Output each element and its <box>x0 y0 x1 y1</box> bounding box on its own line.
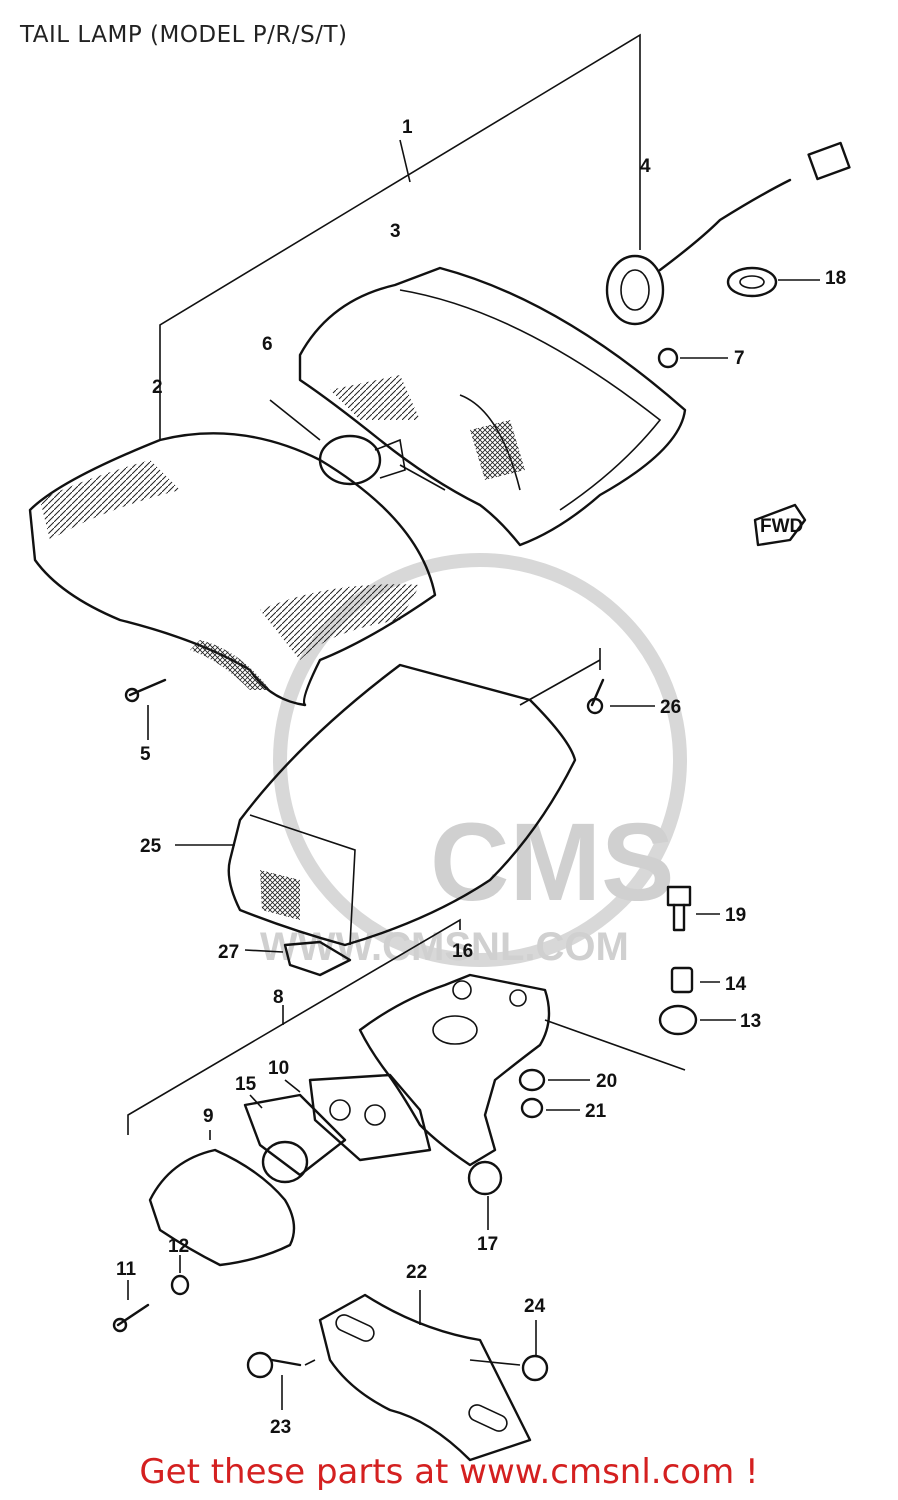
callout-27: 27 <box>218 942 239 963</box>
part-5-screw <box>124 678 167 740</box>
part-27-seal <box>244 940 352 977</box>
callout-6: 6 <box>262 334 273 355</box>
part-11-screw <box>112 1280 150 1333</box>
part-23-bolt <box>246 1351 302 1410</box>
part-15-gasket <box>243 1093 347 1177</box>
callout-17: 17 <box>477 1234 498 1255</box>
part-25-cover <box>175 648 601 947</box>
part-7-nut <box>657 347 728 369</box>
callout-11: 11 <box>116 1259 137 1280</box>
callout-4: 4 <box>640 156 651 177</box>
fwd-arrow-icon: FWD <box>753 503 807 547</box>
fwd-label: FWD <box>760 516 803 537</box>
watermark-logo: CMS <box>430 801 674 924</box>
part-6-bulb <box>269 399 406 486</box>
callout-3: 3 <box>390 221 401 242</box>
callout-14: 14 <box>725 974 747 995</box>
callout-1: 1 <box>402 117 413 138</box>
callout-7: 7 <box>734 348 745 369</box>
callout-23: 23 <box>270 1417 291 1438</box>
part-9-license-lens <box>148 1130 309 1267</box>
callout-19: 19 <box>725 905 746 926</box>
callout-2: 2 <box>152 377 163 398</box>
part-8-bracket <box>127 918 686 1167</box>
part-26-screw <box>586 678 655 715</box>
callout-5: 5 <box>140 744 151 765</box>
footer-promo: Get these parts at www.cmsnl.com ! <box>139 1452 759 1492</box>
watermark: CMS WWW.CMSNL.COM <box>260 553 687 969</box>
callout-24: 24 <box>524 1296 546 1317</box>
part-12-washer <box>170 1255 190 1296</box>
watermark-url: WWW.CMSNL.COM <box>260 925 629 969</box>
callout-18: 18 <box>825 268 846 289</box>
callout-12: 12 <box>168 1236 189 1257</box>
part-14-collar <box>670 966 720 994</box>
callout-10: 10 <box>268 1058 289 1079</box>
part-3-housing <box>298 266 687 547</box>
part-18-grommet <box>726 266 820 298</box>
callout-21: 21 <box>585 1101 607 1122</box>
part-20-washer <box>518 1068 590 1092</box>
callout-22: 22 <box>406 1262 427 1283</box>
callout-13: 13 <box>740 1011 761 1032</box>
part-19-bolt <box>666 885 720 932</box>
callout-15: 15 <box>235 1074 257 1095</box>
part-24-nut <box>521 1320 549 1382</box>
part-17-collar <box>467 1160 503 1230</box>
callout-26: 26 <box>660 697 681 718</box>
part-21-nut <box>520 1097 580 1119</box>
leader-1 <box>159 33 641 440</box>
callout-20: 20 <box>596 1071 617 1092</box>
callout-25: 25 <box>140 836 162 857</box>
part-13-grommet <box>658 1004 736 1036</box>
part-2-lens <box>28 432 437 707</box>
callout-labels: 1 2 3 4 5 6 7 8 9 10 11 12 13 14 15 16 1… <box>116 117 846 1438</box>
part-4-socket <box>605 141 851 326</box>
part-22-plate-bracket <box>304 1290 532 1462</box>
callout-8: 8 <box>273 987 284 1008</box>
callout-16: 16 <box>452 941 473 962</box>
diagram-title: TAIL LAMP (MODEL P/R/S/T) <box>20 22 348 48</box>
part-10-gasket <box>284 1073 432 1162</box>
callout-9: 9 <box>203 1106 214 1127</box>
